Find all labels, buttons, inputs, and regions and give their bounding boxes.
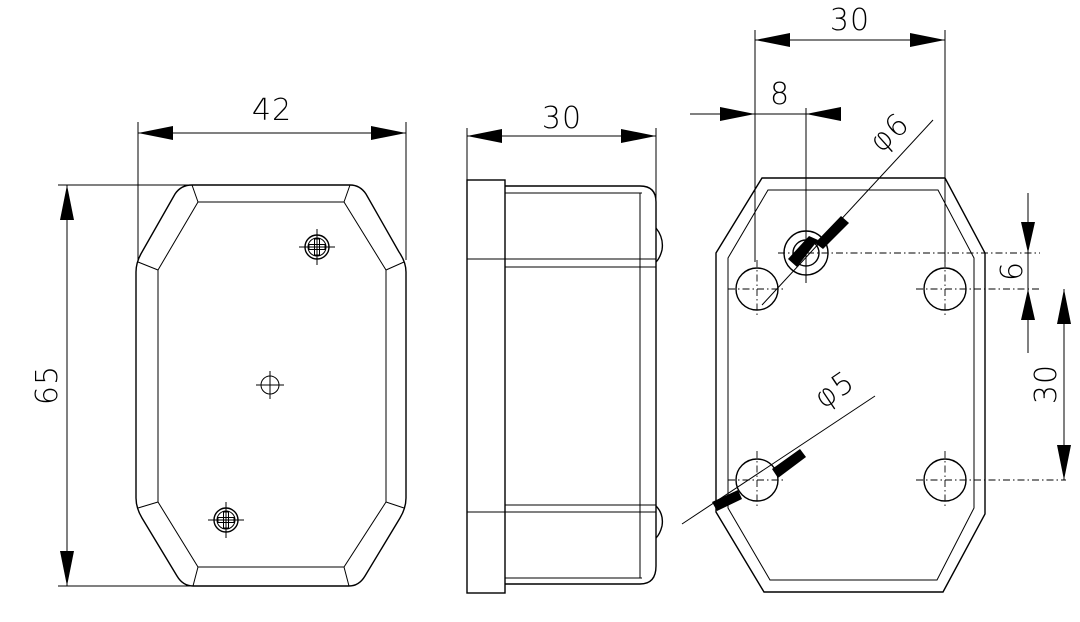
- dim-rear-spacing-x: 30: [754, 3, 946, 262]
- screw-icon: [299, 229, 335, 265]
- front-chamfer-lines: [137, 184, 405, 587]
- side-view: 30: [466, 101, 664, 594]
- dim-label-side-depth: 30: [542, 101, 582, 136]
- front-center-hole: [256, 371, 284, 399]
- dim-label-rear-mount-dia: φ5: [808, 364, 861, 416]
- rear-mount-hole: [916, 451, 1066, 509]
- dim-label-rear-spacing-x: 30: [830, 3, 870, 38]
- dim-rear-mount-dia: φ5: [681, 364, 876, 525]
- dim-rear-offset: 8: [690, 77, 841, 121]
- dim-label-rear-vertical-offset: 6: [995, 261, 1030, 281]
- rear-outline: [715, 177, 986, 593]
- side-screw-head-bottom: [655, 505, 664, 539]
- dim-front-height: 65: [30, 184, 193, 587]
- dim-rear-center-dia: φ6: [761, 106, 934, 306]
- dim-label-rear-offset: 8: [770, 77, 790, 112]
- dim-front-width: 42: [137, 93, 407, 260]
- rear-mount-hole: [728, 451, 786, 509]
- dim-label-rear-spacing-y: 30: [1029, 364, 1064, 404]
- side-body-lines: [467, 192, 656, 579]
- dim-label-rear-center-dia: φ6: [863, 106, 917, 159]
- rear-mount-hole: [916, 260, 1040, 318]
- dim-label-front-height: 65: [30, 365, 65, 405]
- dim-rear-spacing-y: 30: [1029, 289, 1071, 480]
- rear-view: 30 8 φ6 6 30: [681, 3, 1071, 593]
- side-flange: [466, 179, 506, 594]
- side-body: [505, 185, 657, 585]
- dim-side-depth: 30: [466, 101, 657, 200]
- side-screw-head-top: [655, 227, 664, 263]
- screw-icon: [208, 502, 244, 538]
- dim-label-front-width: 42: [252, 93, 292, 128]
- dim-rear-vertical-offset: 6: [995, 193, 1035, 353]
- rear-inner-outline: [727, 189, 975, 581]
- front-view: 42 65: [30, 93, 407, 587]
